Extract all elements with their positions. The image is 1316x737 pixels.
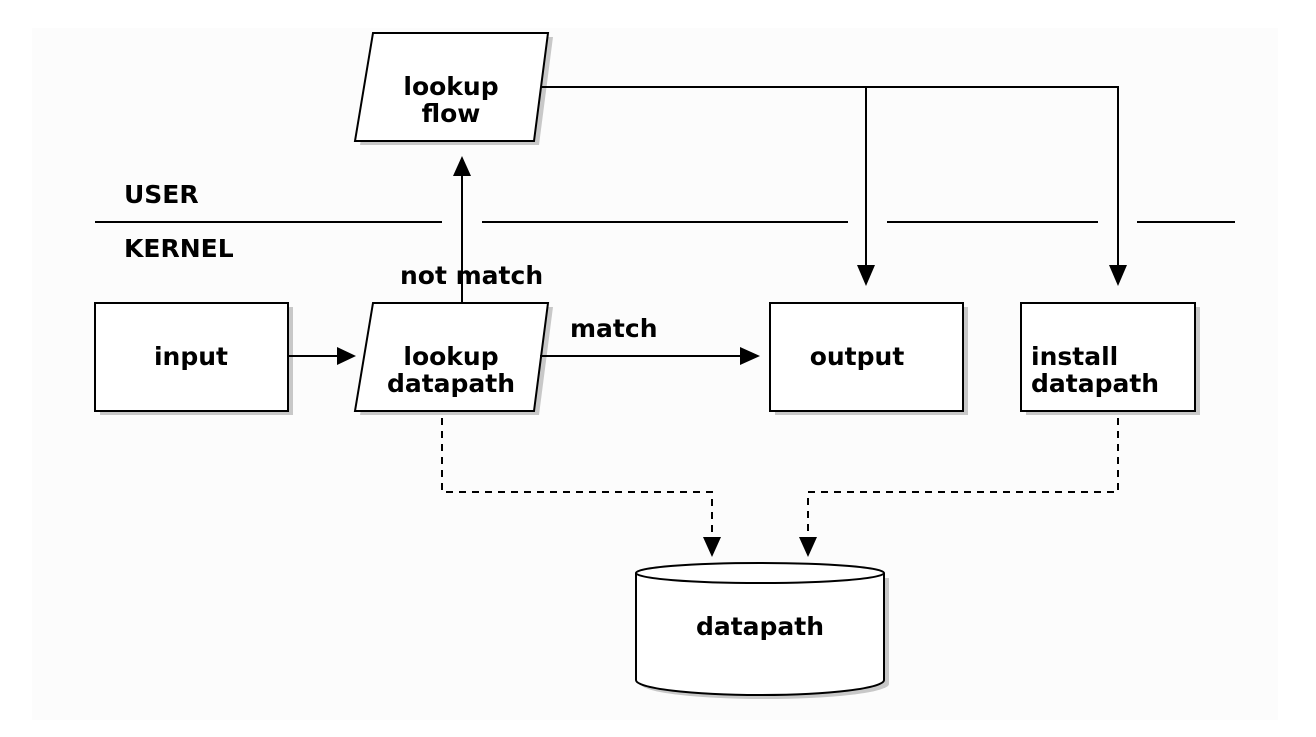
datapath-store-node: datapath	[635, 562, 889, 699]
output-label: output	[810, 342, 905, 371]
output-node: output	[769, 302, 968, 415]
lookup-flow-node: lookup flow	[353, 32, 553, 145]
lookup-flow-label-line1: lookup	[403, 72, 498, 101]
install-datapath-label-line1: install	[1031, 342, 1118, 371]
edge-input-to-lookup	[288, 347, 356, 365]
edge-install-to-store	[799, 418, 1119, 557]
lookup-datapath-label-line1: lookup	[403, 342, 498, 371]
datapath-store-label: datapath	[696, 612, 824, 641]
input-node: input	[94, 302, 293, 415]
lookup-flow-label-line2: flow	[422, 99, 481, 128]
edge-lookup-to-store	[441, 418, 721, 557]
not-match-label: not match	[400, 261, 543, 290]
edge-not-match	[453, 156, 471, 303]
edge-flow-to-output-install	[541, 86, 1127, 286]
match-label: match	[570, 314, 658, 343]
install-datapath-node: install datapath	[1020, 302, 1200, 415]
lookup-datapath-node: lookup datapath	[353, 302, 553, 415]
lookup-datapath-label-line2: datapath	[387, 369, 515, 398]
user-region-label: USER	[124, 180, 199, 209]
input-label: input	[154, 342, 228, 371]
kernel-region-label: KERNEL	[124, 234, 234, 263]
install-datapath-label-line2: datapath	[1031, 369, 1159, 398]
edge-match	[540, 347, 760, 365]
